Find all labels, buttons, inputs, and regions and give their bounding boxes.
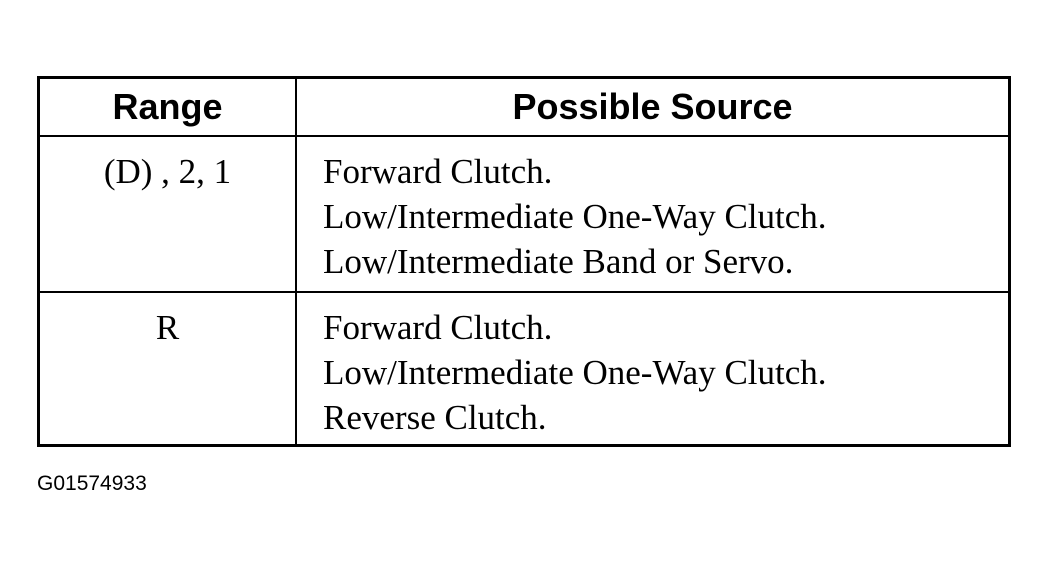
diagnosis-table: Range Possible Source (D) , 2, 1 Forward… [37, 76, 1011, 447]
header-possible-source: Possible Source [297, 79, 1008, 137]
range-cell: R [40, 293, 297, 444]
source-item: Low/Intermediate One-Way Clutch. [323, 197, 827, 236]
source-item: Low/Intermediate One-Way Clutch. [323, 353, 827, 392]
source-item: Forward Clutch. [323, 308, 553, 347]
possible-source-cell: Forward Clutch. Low/Intermediate One-Way… [297, 293, 1008, 444]
possible-source-cell: Forward Clutch. Low/Intermediate One-Way… [297, 137, 1008, 293]
range-cell: (D) , 2, 1 [40, 137, 297, 293]
source-item: Reverse Clutch. [323, 398, 547, 437]
header-range: Range [40, 79, 297, 137]
figure-id-label: G01574933 [37, 472, 147, 495]
source-item: Low/Intermediate Band or Servo. [323, 242, 794, 281]
source-item: Forward Clutch. [323, 152, 553, 191]
